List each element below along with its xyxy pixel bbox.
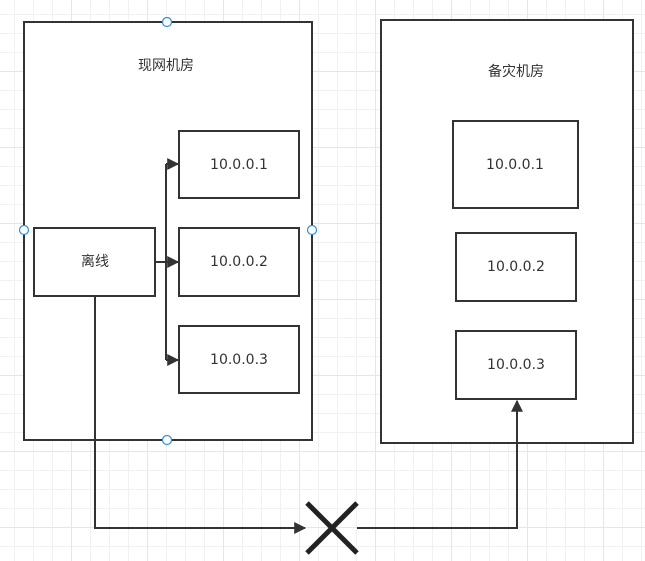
cross-site-edge[interactable] [94,296,523,555]
primary-server-2-label: 10.0.0.2 [210,254,268,270]
backup-server-3-label: 10.0.0.3 [487,357,545,373]
primary-server-2-box[interactable] [178,227,300,297]
offline-node-label: 离线 [81,253,109,270]
edge-offline-to-block[interactable] [94,296,307,534]
backup-site-title: 备灾机房 [488,63,544,80]
fanout-edges [155,158,180,366]
resize-handle-top[interactable] [161,16,173,28]
resize-handle-left[interactable] [18,224,30,236]
backup-server-2-label: 10.0.0.2 [487,259,545,275]
primary-server-1-box[interactable] [178,130,300,199]
primary-server-3[interactable]: 10.0.0.3 [178,325,300,394]
primary-server-3-label: 10.0.0.3 [210,352,268,368]
primary-server-1[interactable]: 10.0.0.1 [178,130,300,199]
resize-handle-right[interactable] [306,224,318,236]
offline-node[interactable]: 离线 [33,227,156,297]
backup-server-1[interactable]: 10.0.0.1 [452,120,579,209]
primary-server-3-box[interactable] [178,325,300,394]
backup-server-2-box[interactable] [455,232,577,302]
primary-server-2[interactable]: 10.0.0.2 [178,227,300,297]
backup-server-2[interactable]: 10.0.0.2 [455,232,577,302]
x-mark-icon[interactable] [305,501,359,555]
resize-handle-bottom[interactable] [161,434,173,446]
backup-server-1-box[interactable] [452,120,579,209]
backup-server-3-box[interactable] [455,330,577,400]
offline-node-box[interactable] [33,227,156,297]
primary-server-1-label: 10.0.0.1 [210,157,268,173]
backup-server-1-label: 10.0.0.1 [486,157,544,173]
backup-server-3[interactable]: 10.0.0.3 [455,330,577,400]
primary-site-title: 现网机房 [138,58,194,74]
edge-block-to-backup-server-3[interactable] [357,399,523,529]
selection-handles [18,16,318,446]
